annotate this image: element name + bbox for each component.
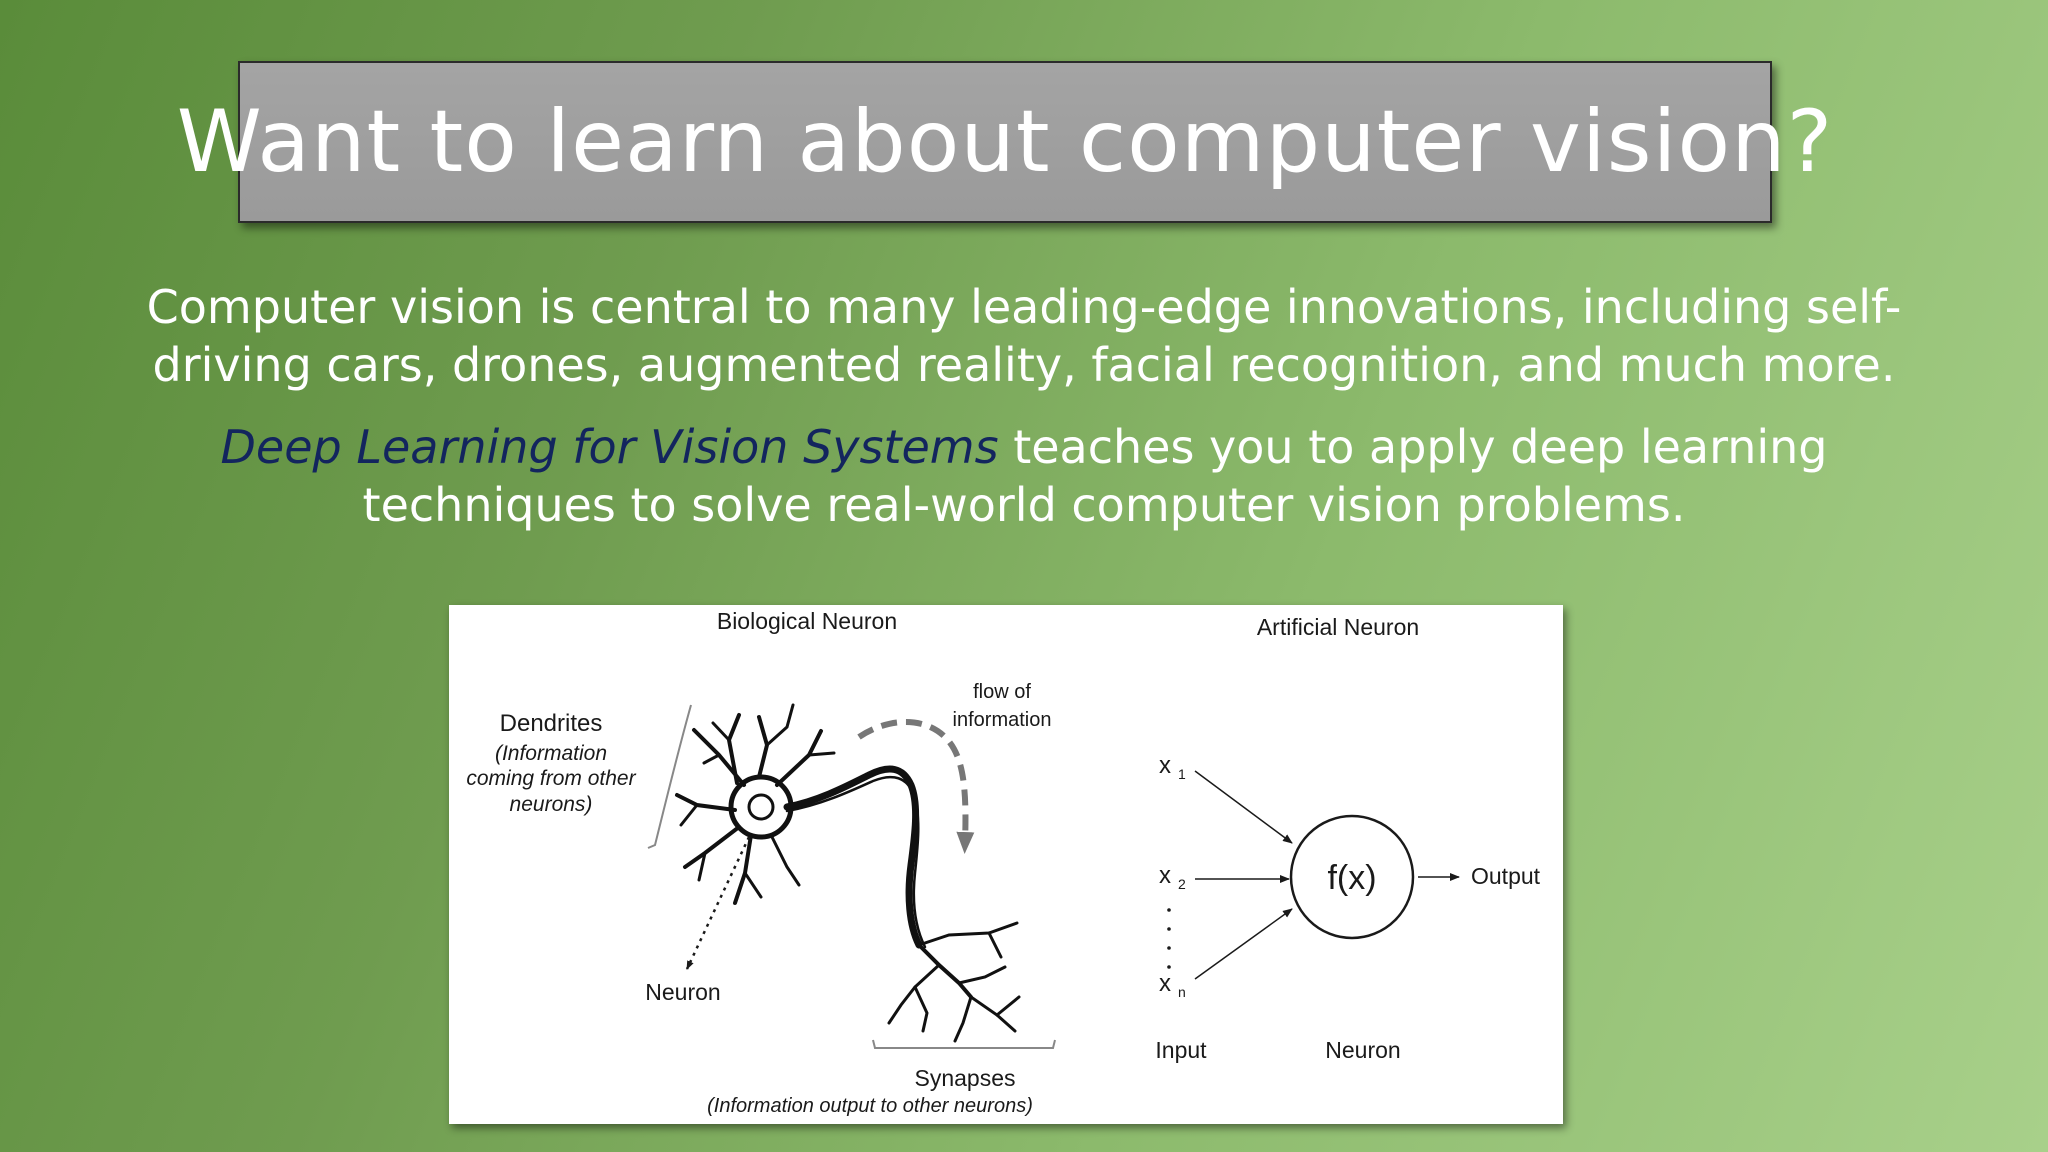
book-paragraph: Deep Learning for Vision Systems teaches… [140,418,1908,534]
input-x2-sub: 2 [1178,876,1186,892]
book-title: Deep Learning for Vision Systems [220,420,999,474]
neuron-node [1289,814,1415,940]
x1-arrow [1194,770,1293,844]
slide-title: Want to learn about computer vision? [176,92,1834,192]
dendrite-bracket [647,704,692,849]
art-neuron-label: Neuron [1325,1037,1400,1063]
input-x2-label: x [1159,862,1171,889]
input-xn-sub: n [1178,984,1186,1000]
input-x1-sub: 1 [1178,766,1186,782]
bio-heading: Biological Neuron [717,608,897,634]
synapses-label: Synapses [914,1065,1015,1091]
synapses-note: (Information output to other neurons) [707,1095,1033,1117]
dendrites-note-1: (Information [495,742,607,765]
dendrites-label: Dendrites [500,710,603,737]
ellipsis-dots [1167,908,1171,969]
neuron-label: Neuron [645,979,720,1005]
output-label: Output [1471,863,1541,889]
flow-arrow [857,719,975,854]
book-description: teaches you to apply deep learning techn… [362,420,1828,532]
synapse-bracket [872,1039,1056,1049]
biological-neuron-icon [675,703,1021,1043]
neuron-diagram: Biological Neuron Dendrites (Information… [466,608,1541,1117]
intro-paragraph: Computer vision is central to many leadi… [146,280,1902,392]
art-heading: Artificial Neuron [1257,614,1419,640]
flow-label-2: information [953,709,1052,731]
xn-arrow [1194,908,1293,980]
input-xn-label: x [1159,970,1171,997]
function-label: f(x) [1327,859,1376,897]
dendrites-note-3: neurons) [510,793,593,816]
input-label: Input [1155,1037,1207,1063]
neuron-figure: Biological Neuron Dendrites (Information… [449,605,1563,1124]
input-x1-label: x [1159,752,1171,779]
neuron-pointer-arrow [685,836,751,970]
dendrites-note-2: coming from other [466,767,636,790]
flow-label-1: flow of [973,681,1031,703]
title-box: Want to learn about computer vision? [177,61,1832,223]
